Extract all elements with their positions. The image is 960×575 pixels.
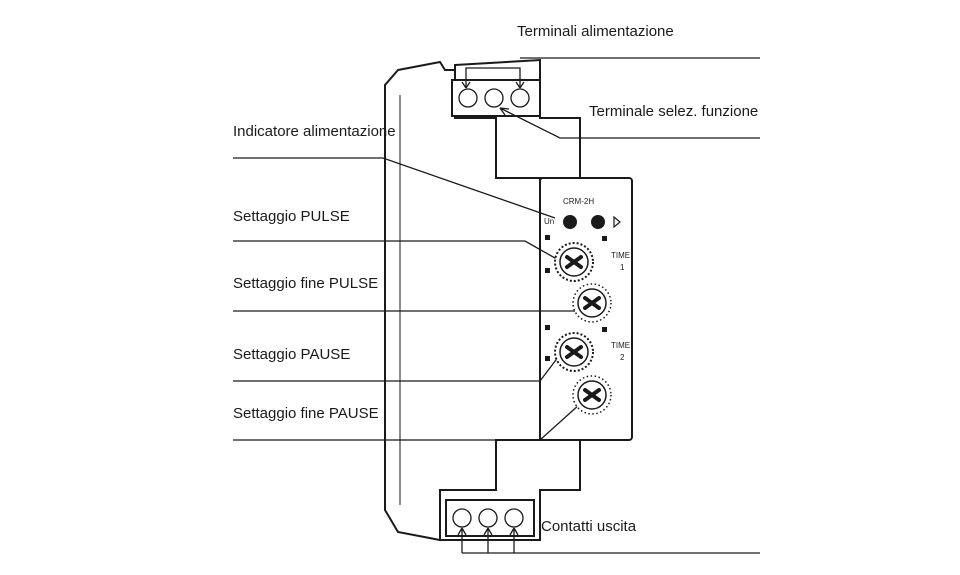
pulse-fine-knob (572, 283, 612, 323)
time2-label: TIME (611, 341, 630, 350)
bottom-terminal-3 (504, 508, 524, 528)
pause-setting-label: Settaggio PAUSE (233, 346, 350, 363)
pulse-leader (233, 240, 563, 263)
bottom-terminal-2 (478, 508, 498, 528)
output-contacts-arrows (457, 527, 519, 536)
function-terminal-label: Terminale selez. funzione (589, 103, 758, 120)
top-terminal-1 (458, 88, 478, 108)
bottom-terminal-1 (452, 508, 472, 528)
time2-index: 2 (620, 353, 625, 362)
power-terminals-label: Terminali alimentazione (517, 23, 674, 40)
marker (545, 235, 550, 240)
time1-index: 1 (620, 263, 625, 272)
top-terminal-2 (484, 88, 504, 108)
pause-fine-setting-label: Settaggio fine PAUSE (233, 405, 379, 422)
pause-range-knob (554, 332, 594, 372)
marker (602, 327, 607, 332)
marker (545, 356, 550, 361)
pulse-setting-label: Settaggio PULSE (233, 208, 350, 225)
output-led (591, 215, 605, 229)
pulse-fine-setting-label: Settaggio fine PULSE (233, 275, 378, 292)
power-led (563, 215, 577, 229)
top-terminal-block (451, 79, 541, 117)
pause-fine-knob (572, 375, 612, 415)
un-label: Un (544, 217, 554, 226)
function-terminal-leader (499, 107, 760, 139)
power-indicator-leader (233, 157, 556, 219)
pause-fine-leader (233, 394, 591, 441)
power-terminals-bracket (465, 67, 521, 88)
time1-label: TIME (611, 251, 630, 260)
marker (602, 236, 607, 241)
function-terminal-arrow (499, 107, 510, 116)
top-terminal-3 (510, 88, 530, 108)
output-contacts-bracket (461, 528, 515, 554)
output-contacts-label: Contatti uscita (541, 518, 637, 535)
pause-leader (233, 351, 563, 382)
power-indicator-label: Indicatore alimentazione (233, 123, 396, 140)
marker (545, 268, 550, 273)
pulse-range-knob (554, 242, 594, 282)
power-terminals-arrows (461, 81, 525, 89)
marker (545, 325, 550, 330)
model-label: CRM-2H (563, 197, 594, 206)
output-arrow-icon (613, 215, 621, 229)
